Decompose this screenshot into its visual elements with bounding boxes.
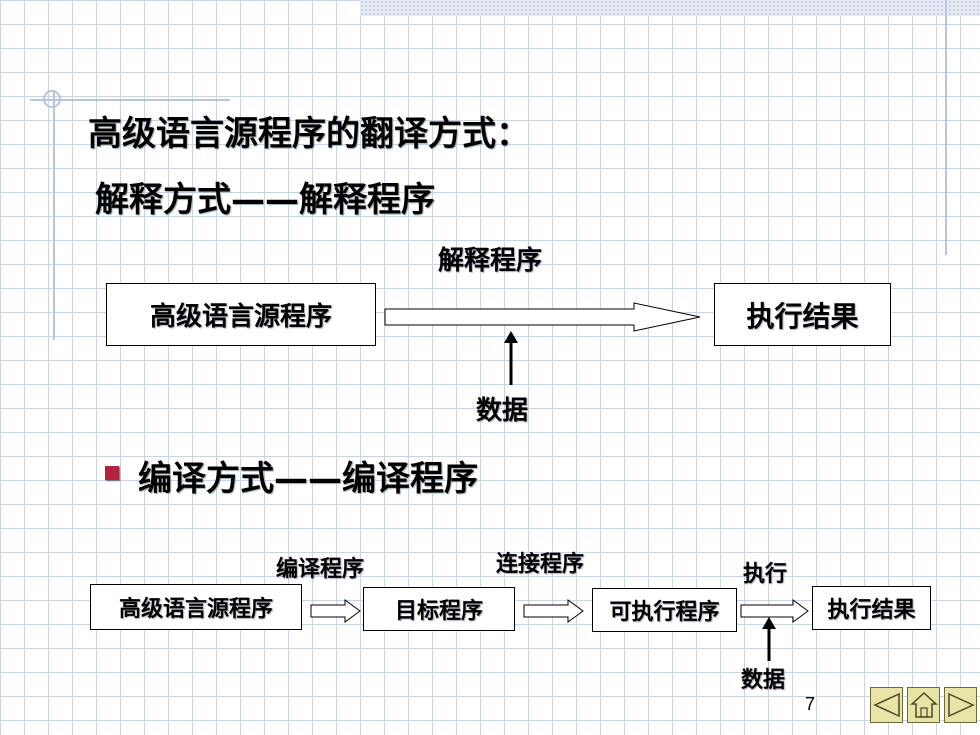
linker-label: 连接程序 (496, 552, 585, 577)
compile-data-label: 数据 (741, 668, 786, 693)
interpret-data-arrow-icon (504, 331, 518, 385)
bullet-text: 编译方式——编译程序 (138, 459, 478, 499)
top-decor-band (360, 0, 980, 16)
prev-slide-button[interactable] (870, 687, 903, 723)
home-button[interactable] (907, 687, 940, 723)
interpret-data-label: 数据 (476, 396, 529, 426)
left-decor-hline (30, 99, 230, 101)
compile-data-arrow-icon (762, 617, 776, 661)
slide-subtitle: 解释方式——解释程序 (95, 180, 435, 220)
page-number: 7 (805, 694, 816, 714)
interpret-source-box: 高级语言源程序 (106, 283, 376, 346)
execute-label: 执行 (743, 562, 788, 587)
object-program-box: 目标程序 (363, 587, 515, 631)
interpret-result-box: 执行结果 (714, 283, 891, 346)
right-decor-line (945, 0, 947, 255)
compiler-label: 编译程序 (276, 557, 365, 582)
left-decor-line (53, 90, 55, 340)
interpret-arrow (384, 302, 701, 332)
compile-result-box: 执行结果 (812, 586, 931, 630)
compile-arrow-3 (740, 599, 809, 623)
home-icon (909, 691, 938, 718)
compile-arrow-1 (310, 599, 361, 623)
prev-icon (872, 692, 900, 718)
executable-program-box: 可执行程序 (592, 588, 737, 632)
bullet-square-icon (105, 466, 119, 480)
slide-title: 高级语言源程序的翻译方式： (88, 114, 530, 154)
next-icon (947, 692, 975, 718)
corner-circle-icon (43, 90, 61, 108)
next-slide-button[interactable] (944, 687, 977, 723)
compile-arrow-2 (523, 599, 584, 623)
interpreter-label: 解释程序 (438, 246, 543, 276)
compile-source-box: 高级语言源程序 (90, 584, 302, 630)
